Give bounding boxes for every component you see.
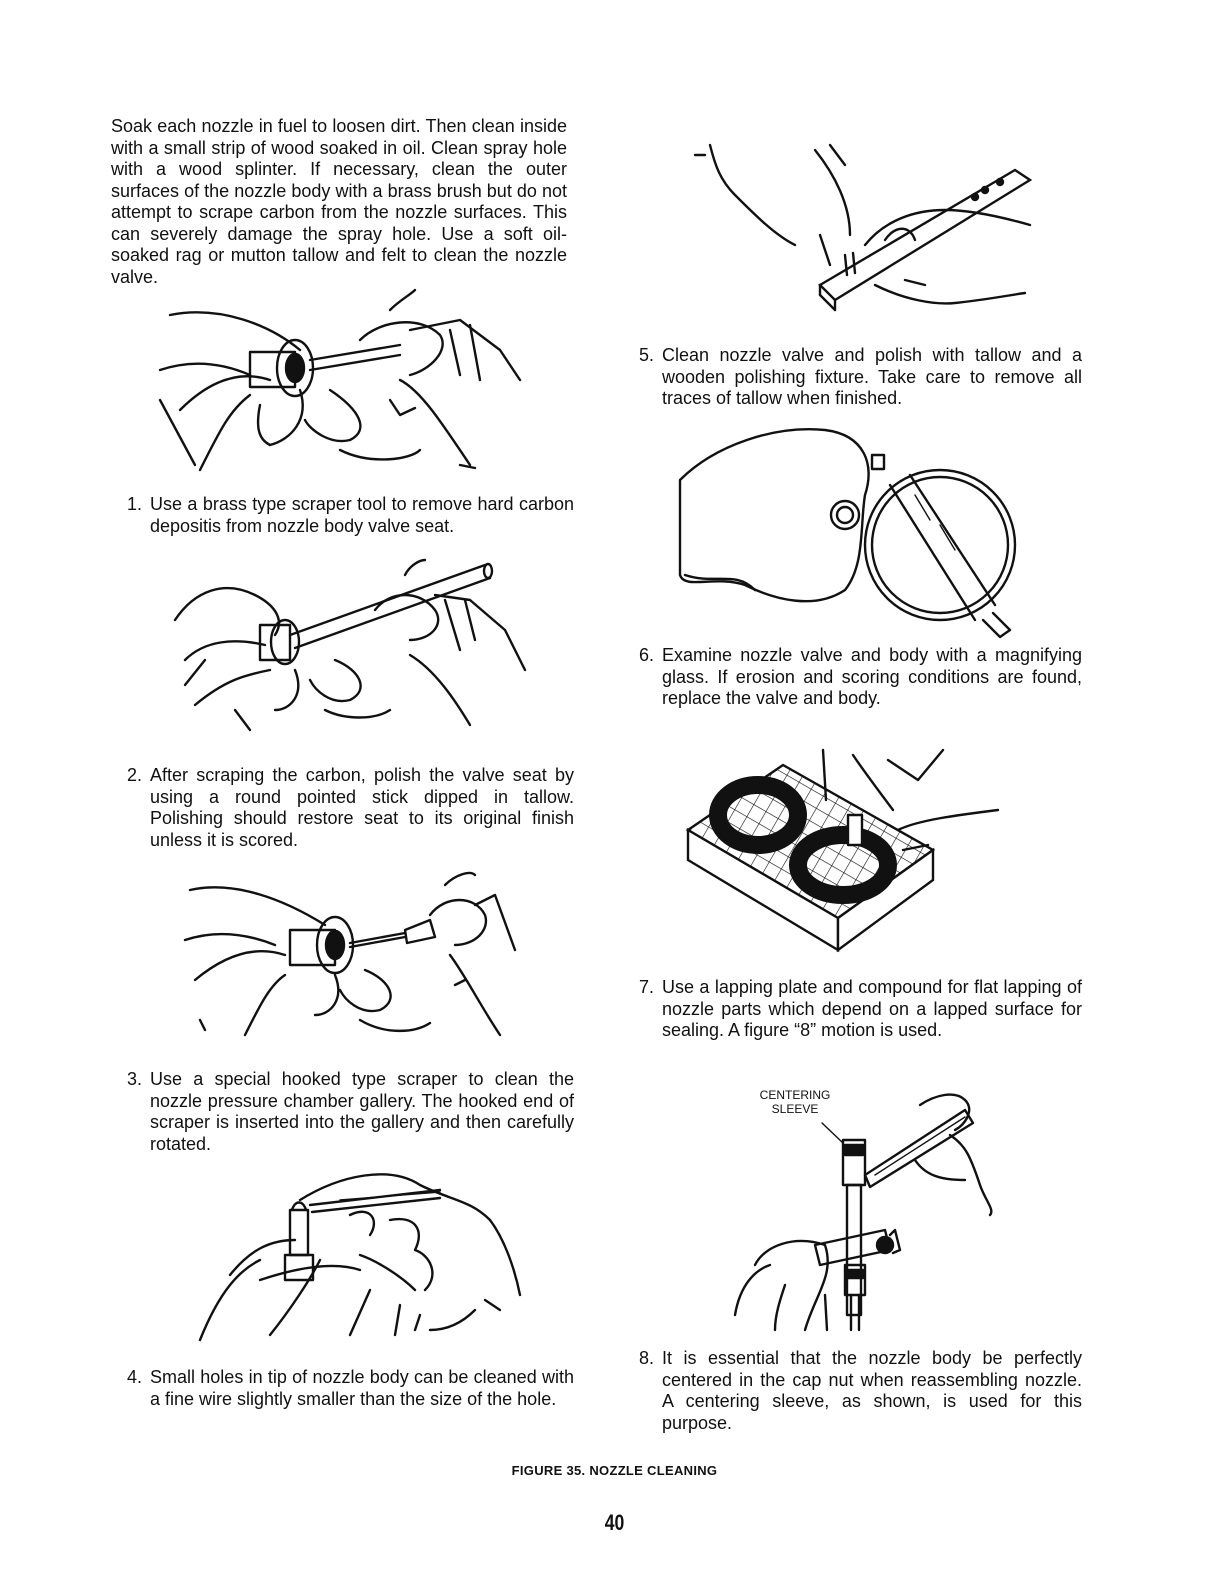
page-number: 40 bbox=[604, 1510, 625, 1535]
centering-sleeve-label: CENTERING SLEEVE bbox=[750, 1088, 840, 1116]
step-number: 2. bbox=[126, 765, 142, 785]
label-line-2: SLEEVE bbox=[771, 1102, 819, 1116]
illustration-fine-wire bbox=[198, 1173, 522, 1342]
step-text: Use a lapping plate and compound for fla… bbox=[662, 977, 1082, 1040]
step-number: 1. bbox=[126, 494, 142, 514]
step-text: Use a brass type scraper tool to remove … bbox=[150, 494, 574, 536]
step-2: 2. After scraping the carbon, polish the… bbox=[118, 765, 574, 851]
step-number: 7. bbox=[638, 977, 654, 997]
figure-caption: FIGURE 35. NOZZLE CLEANING bbox=[511, 1463, 718, 1478]
step-text: After scraping the carbon, polish the va… bbox=[150, 765, 574, 850]
illustration-lapping-plate bbox=[685, 748, 1000, 953]
label-line-1: CENTERING bbox=[759, 1088, 831, 1102]
step-text: Clean nozzle valve and polish with tallo… bbox=[662, 345, 1082, 408]
step-6: 6. Examine nozzle valve and body with a … bbox=[630, 645, 1082, 710]
step-3: 3. Use a special hooked type scraper to … bbox=[118, 1069, 574, 1155]
illustration-magnifying-glass bbox=[678, 428, 1017, 639]
step-text: Examine nozzle valve and body with a mag… bbox=[662, 645, 1082, 708]
step-4: 4. Small holes in tip of nozzle body can… bbox=[118, 1367, 574, 1410]
step-1: 1. Use a brass type scraper tool to remo… bbox=[118, 494, 574, 537]
step-7: 7. Use a lapping plate and compound for … bbox=[630, 977, 1082, 1042]
illustration-polishing-fixture bbox=[693, 143, 1033, 312]
step-number: 8. bbox=[638, 1348, 654, 1368]
step-number: 4. bbox=[126, 1367, 142, 1387]
step-text: Use a special hooked type scraper to cle… bbox=[150, 1069, 574, 1154]
illustration-centering-sleeve bbox=[733, 1093, 993, 1332]
step-number: 6. bbox=[638, 645, 654, 665]
step-text: Small holes in tip of nozzle body can be… bbox=[150, 1367, 574, 1409]
step-8: 8. It is essential that the nozzle body … bbox=[630, 1348, 1082, 1434]
illustration-brass-scraper bbox=[158, 288, 522, 472]
illustration-hooked-scraper bbox=[183, 871, 517, 1037]
step-number: 3. bbox=[126, 1069, 142, 1089]
step-number: 5. bbox=[638, 345, 654, 365]
step-text: It is essential that the nozzle body be … bbox=[662, 1348, 1082, 1433]
intro-paragraph: Soak each nozzle in fuel to loosen dirt.… bbox=[111, 116, 567, 287]
illustration-pointed-stick bbox=[173, 558, 527, 732]
step-5: 5. Clean nozzle valve and polish with ta… bbox=[630, 345, 1082, 410]
